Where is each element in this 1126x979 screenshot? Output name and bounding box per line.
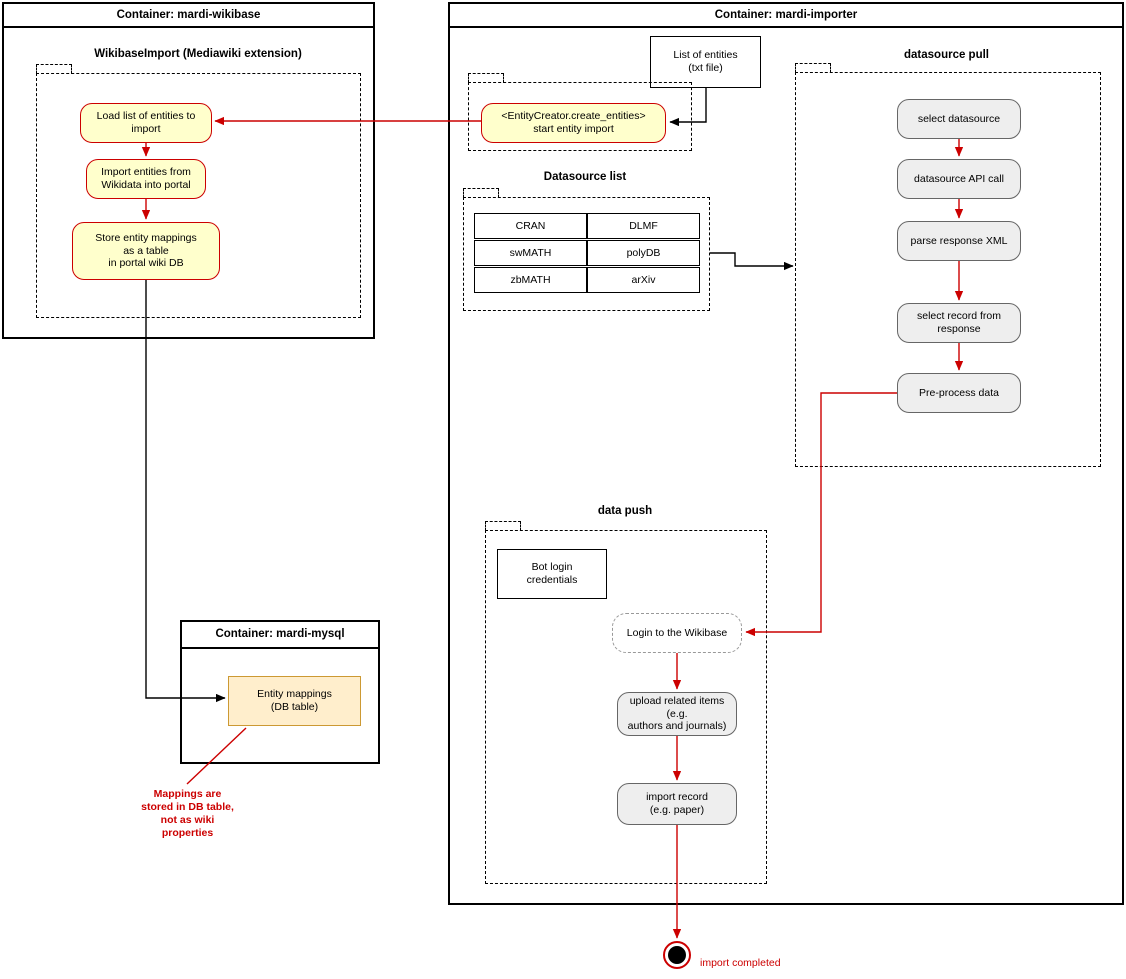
node-import-entities-label: Import entities from Wikidata into porta… bbox=[101, 166, 191, 191]
datasourcepull-dashed-tab bbox=[795, 63, 831, 73]
container-mardi-importer-title: Container: mardi-importer bbox=[714, 9, 858, 21]
node-entitycreator-line1: <EntityCreator.create_entities> bbox=[501, 110, 646, 123]
node-pre-process-data-label: Pre-process data bbox=[919, 386, 999, 399]
datasourcelist-dashed-tab bbox=[463, 188, 499, 198]
node-select-datasource-label: select datasource bbox=[917, 112, 1001, 125]
table-cell-arxiv: arXiv bbox=[587, 267, 700, 293]
annotation-mappings-line4: properties bbox=[161, 827, 214, 840]
node-store-entity-mappings: Store entity mappings as a table in port… bbox=[72, 222, 220, 280]
node-bot-login-line2: credentials bbox=[526, 574, 578, 586]
group-title-datasource-pull: datasource pull bbox=[904, 49, 989, 61]
node-parse-response-xml: parse response XML bbox=[897, 221, 1021, 261]
table-cell-dlmf: DLMF bbox=[587, 213, 700, 239]
node-upload-related-items: upload related items (e.g. authors and j… bbox=[617, 692, 737, 736]
label-import-completed: import completed bbox=[700, 957, 781, 969]
node-entitycreator-create-entities: <EntityCreator.create_entities> start en… bbox=[481, 103, 666, 143]
datasourcepull-dashed-region bbox=[795, 72, 1101, 467]
datapush-dashed-tab bbox=[485, 521, 521, 531]
node-load-list-of-entities: Load list of entities to import bbox=[80, 103, 212, 143]
table-cell-zbmath: zbMATH bbox=[474, 267, 587, 293]
node-pre-process-data: Pre-process data bbox=[897, 373, 1021, 413]
annotation-mappings-line2: stored in DB table, bbox=[141, 801, 234, 814]
node-datasource-api-call: datasource API call bbox=[897, 159, 1021, 199]
node-import-record-line2: (e.g. paper) bbox=[649, 804, 705, 816]
node-list-of-entities-line2: (txt file) bbox=[688, 62, 723, 74]
node-login-wikibase-label: Login to the Wikibase bbox=[626, 626, 728, 639]
table-cell-polydb: polyDB bbox=[587, 240, 700, 266]
node-datasource-api-call-label: datasource API call bbox=[914, 172, 1004, 185]
final-node-inner bbox=[668, 946, 686, 964]
group-title-data-push: data push bbox=[597, 505, 653, 517]
container-mardi-importer: Container: mardi-importer bbox=[448, 2, 1124, 905]
node-select-record-line1: select record from bbox=[916, 310, 1002, 323]
annotation-mappings-line1: Mappings are bbox=[153, 788, 222, 800]
datasourcelist-dashed-region bbox=[463, 197, 710, 311]
node-list-of-entities: List of entities (txt file) bbox=[650, 36, 761, 88]
annotation-mappings-line3: not as wiki bbox=[160, 814, 215, 827]
container-mardi-wikibase-title: Container: mardi-wikibase bbox=[116, 9, 261, 21]
node-select-datasource: select datasource bbox=[897, 99, 1021, 139]
node-bot-login-line1: Bot login bbox=[531, 561, 573, 574]
node-import-record-line1: import record bbox=[646, 791, 708, 804]
node-store-mappings-line3: in portal wiki DB bbox=[108, 257, 184, 270]
node-select-record-from-response: select record from response bbox=[897, 303, 1021, 343]
node-upload-related-line2: authors and journals) bbox=[627, 720, 727, 733]
node-entity-mappings-line1: Entity mappings bbox=[257, 688, 332, 701]
group-title-wikibaseimport: WikibaseImport (Mediawiki extension) bbox=[94, 48, 302, 60]
node-parse-response-xml-label: parse response XML bbox=[910, 234, 1008, 247]
node-load-list-label: Load list of entities to import bbox=[96, 110, 196, 135]
datapush-dashed-region bbox=[485, 530, 767, 884]
node-entity-mappings-line2: (DB table) bbox=[270, 701, 319, 713]
node-login-to-the-wikibase: Login to the Wikibase bbox=[612, 613, 742, 653]
node-import-record: import record (e.g. paper) bbox=[617, 783, 737, 825]
group-title-datasource-list: Datasource list bbox=[543, 171, 627, 183]
wikibase-header-rule bbox=[4, 26, 373, 28]
node-upload-related-line1: upload related items (e.g. bbox=[629, 694, 725, 720]
node-select-record-line2: response bbox=[937, 323, 981, 335]
node-store-mappings-line1: Store entity mappings bbox=[95, 231, 197, 244]
node-list-of-entities-line1: List of entities bbox=[673, 49, 738, 62]
node-entitycreator-line2: start entity import bbox=[533, 123, 614, 135]
node-entity-mappings-db-table: Entity mappings (DB table) bbox=[228, 676, 361, 726]
importer-header-rule bbox=[450, 26, 1122, 28]
container-mardi-mysql-title: Container: mardi-mysql bbox=[215, 628, 345, 640]
node-import-entities-from-wikidata: Import entities from Wikidata into porta… bbox=[86, 159, 206, 199]
table-cell-cran: CRAN bbox=[474, 213, 587, 239]
node-store-mappings-line2: as a table bbox=[123, 244, 169, 257]
node-bot-login-credentials: Bot login credentials bbox=[497, 549, 607, 599]
mysql-header-rule bbox=[182, 647, 378, 649]
entitycreator-dashed-tab bbox=[468, 73, 504, 83]
wikibaseimport-dashed-tab bbox=[36, 64, 72, 74]
table-cell-swmath: swMATH bbox=[474, 240, 587, 266]
annotation-mappings-note: Mappings are stored in DB table, not as … bbox=[120, 788, 255, 841]
